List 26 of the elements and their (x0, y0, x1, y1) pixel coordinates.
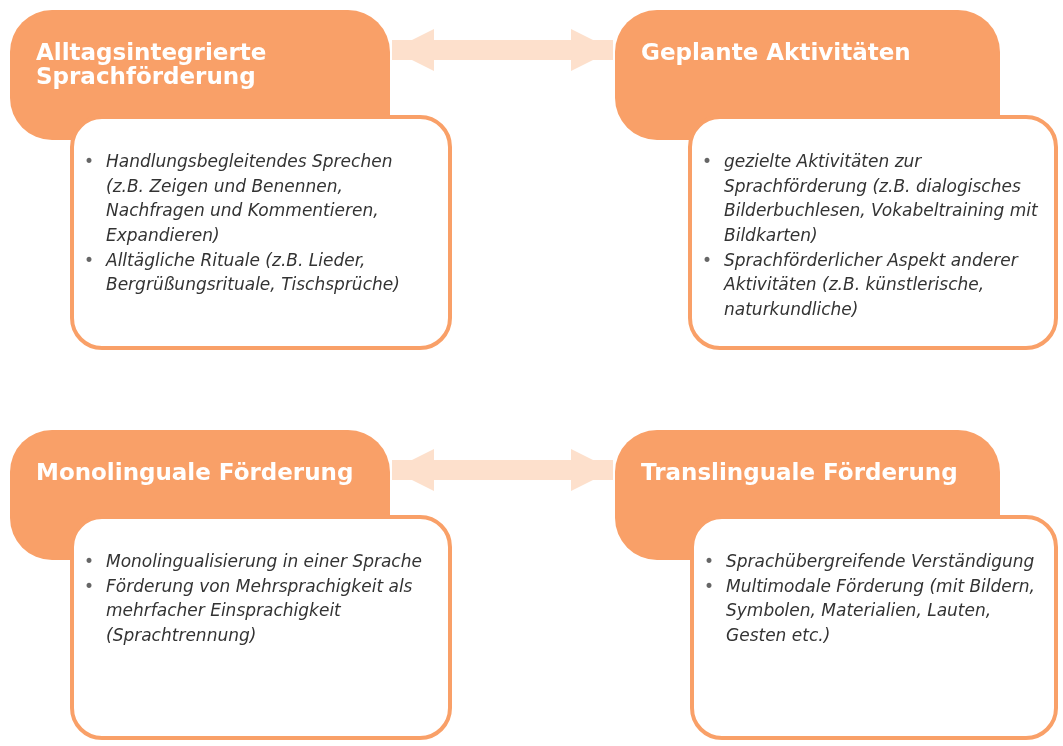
bullet-mark: • (702, 248, 713, 272)
bullet-card (688, 115, 1058, 350)
heading-text: Geplante Aktivitäten (641, 40, 912, 65)
bullet-mark: • (84, 550, 95, 573)
bullet-mark: • (84, 248, 95, 272)
bullet-mark: • (704, 550, 715, 573)
bullet-card (70, 115, 452, 350)
heading-text: Monolinguale Förderung (36, 460, 355, 485)
bullet-card (690, 515, 1058, 740)
bullet-text: Förderung von Mehrsprachigkeit als mehrfacher Einsprachigkeit (Sprachtrennung) (106, 575, 413, 645)
heading-text: Alltagsintegrierte Sprachförderung (36, 40, 268, 89)
bullet-mark: • (84, 150, 95, 173)
double-arrow (392, 29, 613, 71)
double-arrow (392, 449, 613, 491)
bullet-text: Monolingualisierung in einer Sprache (106, 551, 422, 571)
bullet-mark: • (84, 574, 95, 598)
bullet-text: gezielte Aktivitäten zur Sprachförderung (z.B. dialogisches Bilderbuchlesen, Vokabeltraining mit Bildkarten) (724, 151, 1038, 245)
bullet-text: Multimodale Förderung (mit Bildern, Symbolen, Materialien, Lauten, Gesten etc.) (726, 575, 1035, 645)
bullet-card (70, 515, 452, 740)
bullet-text: Sprachförderlicher Aspekt anderer Aktivitäten (z.B. künstlerische, naturkundliche) (724, 249, 1018, 319)
bullet-mark: • (702, 150, 713, 173)
bullet-mark: • (704, 574, 715, 598)
bullet-text: Handlungsbegleitendes Sprechen (z.B. Zeigen und Benennen, Nachfragen und Kommentieren, Expandieren) (106, 151, 393, 245)
heading-text: Translinguale Förderung (641, 460, 959, 485)
bullet-text: Alltägliche Rituale (z.B. Lieder, Bergrüßungsrituale, Tischsprüche) (106, 249, 400, 295)
bullet-text: Sprachübergreifende Verständigung (726, 551, 1035, 571)
